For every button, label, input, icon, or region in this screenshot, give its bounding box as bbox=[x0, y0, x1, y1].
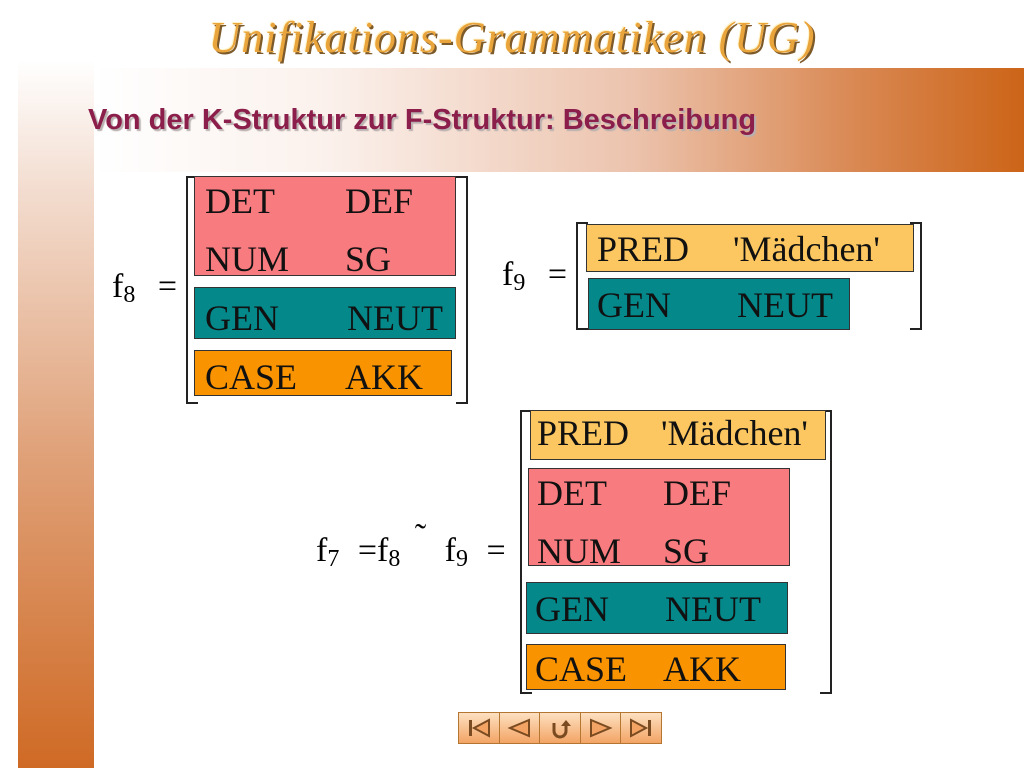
f9-val-maedchen: 'Mädchen' bbox=[733, 229, 880, 269]
f9-val-neut: NEUT bbox=[737, 285, 833, 325]
f9-subscript: 9 bbox=[513, 270, 526, 296]
f7-f8-subscript: 8 bbox=[388, 546, 401, 572]
f7-val-def: DEF bbox=[663, 473, 732, 513]
f7-val-maedchen: 'Mädchen' bbox=[661, 413, 808, 453]
f9-symbol: f bbox=[502, 256, 514, 293]
f8-symbol: f bbox=[112, 268, 124, 305]
f8-val-neut: NEUT bbox=[347, 298, 443, 338]
f9-label: f9 = bbox=[502, 256, 567, 297]
f7-f9-symbol: f bbox=[444, 532, 456, 569]
f7-teal-block: GEN NEUT bbox=[526, 582, 788, 634]
sidebar-gradient bbox=[18, 60, 94, 768]
first-slide-icon bbox=[468, 718, 490, 738]
f7-pink-block: DET DEF NUM SG bbox=[528, 468, 790, 571]
app-title: Unifikations-Grammatiken (UG) bbox=[208, 13, 816, 62]
f7-attr-det: DET bbox=[537, 473, 607, 513]
f8-val-def: DEF bbox=[345, 181, 414, 221]
f7-f9-subscript: 9 bbox=[456, 546, 468, 572]
f7-yellow-block: PRED 'Mädchen' bbox=[530, 410, 826, 460]
f8-pink-block: DET DEF NUM SG bbox=[194, 176, 456, 279]
f7-equation: f7 =f8 ˜ f9 = bbox=[316, 518, 506, 573]
f7-right-bracket bbox=[820, 410, 832, 694]
previous-slide-button[interactable] bbox=[499, 713, 541, 743]
f7-subscript: 7 bbox=[327, 546, 340, 572]
f9-yellow-block: PRED 'Mädchen' bbox=[586, 224, 914, 272]
next-slide-button[interactable] bbox=[580, 713, 622, 743]
f9-attr-gen: GEN bbox=[597, 285, 671, 325]
f8-equals: = bbox=[157, 268, 178, 305]
f9-equals: = bbox=[547, 256, 568, 293]
f8-subscript: 8 bbox=[123, 282, 136, 308]
slide-title: Von der K-Struktur zur F-Struktur: Besch… bbox=[88, 104, 757, 136]
f7-orange-block: CASE AKK bbox=[526, 644, 786, 690]
f9-teal-block: GEN NEUT bbox=[588, 278, 850, 330]
f7-equals-2: = bbox=[486, 532, 506, 569]
f8-attr-gen: GEN bbox=[205, 298, 279, 338]
f8-label: f8 = bbox=[112, 268, 177, 309]
last-slide-button[interactable] bbox=[621, 713, 661, 743]
f7-equals: = bbox=[357, 532, 378, 569]
f7-val-neut: NEUT bbox=[665, 589, 761, 629]
f7-attr-num: NUM bbox=[537, 531, 622, 571]
f9-attr-pred: PRED bbox=[597, 229, 690, 269]
f7-val-akk: AKK bbox=[663, 649, 741, 689]
previous-slide-icon bbox=[507, 718, 531, 738]
f8-attr-case: CASE bbox=[205, 357, 298, 397]
return-icon bbox=[552, 720, 571, 739]
f8-orange-block: CASE AKK bbox=[194, 350, 452, 396]
f8-val-akk: AKK bbox=[345, 357, 423, 397]
f7-attr-pred: PRED bbox=[537, 413, 630, 453]
f8-teal-block: GEN NEUT bbox=[194, 287, 456, 339]
title-band bbox=[94, 68, 1024, 172]
next-slide-icon bbox=[589, 718, 613, 738]
f8-left-bracket bbox=[186, 176, 198, 404]
f8-right-bracket bbox=[456, 176, 468, 404]
first-slide-button[interactable] bbox=[459, 713, 500, 743]
f9-right-bracket bbox=[910, 222, 922, 330]
return-button[interactable] bbox=[540, 713, 581, 743]
f7-attr-case: CASE bbox=[535, 649, 628, 689]
f8-val-sg: SG bbox=[345, 239, 392, 279]
f8-attr-num: NUM bbox=[205, 239, 290, 279]
f8-attr-det: DET bbox=[205, 181, 275, 221]
f7-f8-symbol: f bbox=[377, 532, 389, 569]
f9-left-bracket bbox=[576, 222, 588, 330]
f7-symbol: f bbox=[316, 532, 328, 569]
unification-operator: ˜ bbox=[414, 518, 427, 555]
f7-val-sg: SG bbox=[663, 531, 710, 571]
slide-navigation bbox=[458, 712, 662, 744]
f7-left-bracket bbox=[520, 410, 532, 694]
last-slide-icon bbox=[630, 718, 652, 738]
f7-attr-gen: GEN bbox=[535, 589, 609, 629]
